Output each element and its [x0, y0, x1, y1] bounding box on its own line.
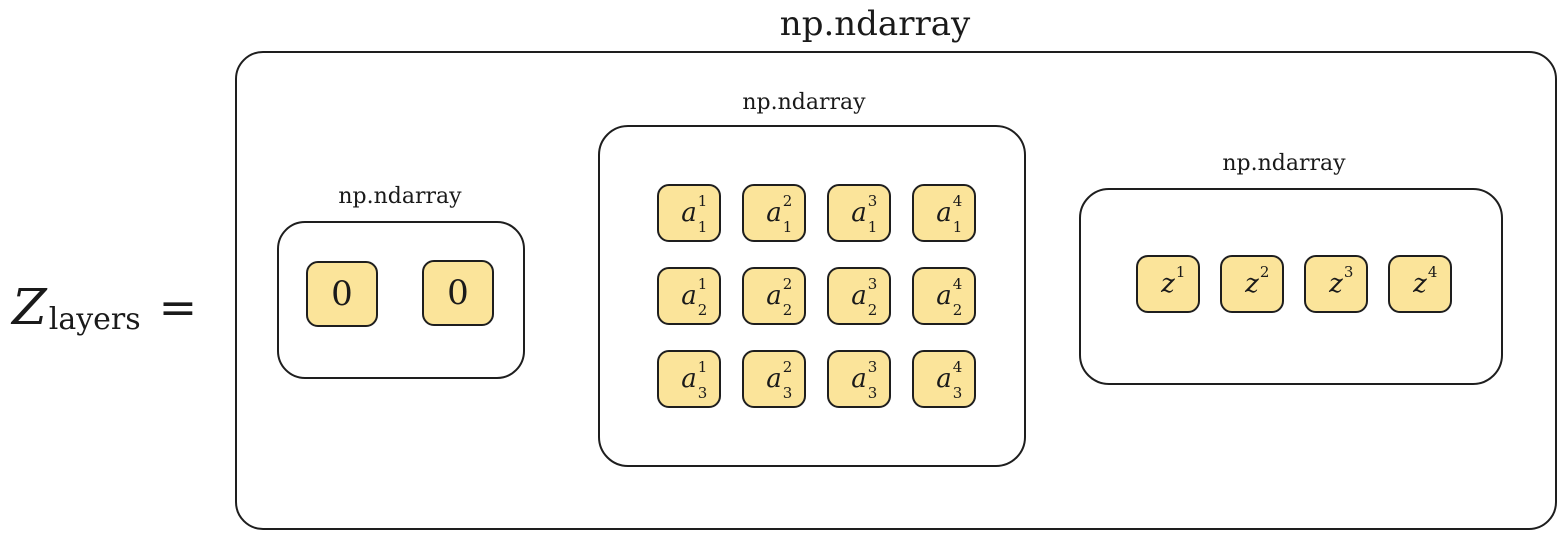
activation-cell-superscript: 4: [952, 275, 963, 293]
activation-cell-subscript: 1: [952, 218, 963, 236]
array-z-label: np.ndarray: [1222, 151, 1346, 176]
outer-array-box: [235, 51, 1557, 530]
array-activations-label: np.ndarray: [742, 90, 866, 115]
activation-cell-subscript: 1: [697, 218, 708, 236]
activation-cell-superscript: 1: [697, 192, 708, 210]
activation-cell-superscript: 2: [782, 275, 793, 293]
z-cell-superscript: 1: [1175, 263, 1186, 281]
activation-cell-superscript: 2: [782, 358, 793, 376]
array-z-box: [1079, 188, 1503, 385]
zero-cell-value: 0: [331, 274, 353, 314]
activation-cell-superscript: 3: [867, 358, 878, 376]
activation-cell-superscript: 2: [782, 192, 793, 210]
activation-cell-superscript: 3: [867, 192, 878, 210]
activation-cell-subscript: 3: [697, 384, 708, 402]
activation-cell-subscript: 1: [867, 218, 878, 236]
activation-cell-subscript: 2: [697, 301, 708, 319]
array-zeros-label: np.ndarray: [338, 184, 462, 209]
activation-cell-subscript: 1: [782, 218, 793, 236]
activation-cell-subscript: 2: [952, 301, 963, 319]
z-cell-superscript: 4: [1427, 263, 1438, 281]
activation-cell-subscript: 2: [782, 301, 793, 319]
activation-cell-superscript: 3: [867, 275, 878, 293]
activation-cell-superscript: 1: [697, 358, 708, 376]
outer-array-label: np.ndarray: [779, 4, 971, 44]
activation-cell-subscript: 2: [867, 301, 878, 319]
z-symbol: Z: [12, 278, 47, 336]
activation-cell-subscript: 3: [867, 384, 878, 402]
z-subscript: layers: [48, 301, 141, 337]
z-cell-superscript: 3: [1343, 263, 1354, 281]
activation-cell-subscript: 3: [952, 384, 963, 402]
activation-cell-superscript: 1: [697, 275, 708, 293]
zero-cell: 0: [422, 260, 494, 326]
z-cell-superscript: 2: [1259, 263, 1270, 281]
activation-cell-subscript: 3: [782, 384, 793, 402]
equals-sign: =: [158, 280, 198, 334]
array-zeros-box: [277, 221, 525, 379]
zero-cell: 0: [306, 261, 378, 327]
activation-cell-superscript: 4: [952, 192, 963, 210]
array-activations-box: [598, 125, 1026, 467]
zero-cell-value: 0: [447, 273, 469, 313]
activation-cell-superscript: 4: [952, 358, 963, 376]
